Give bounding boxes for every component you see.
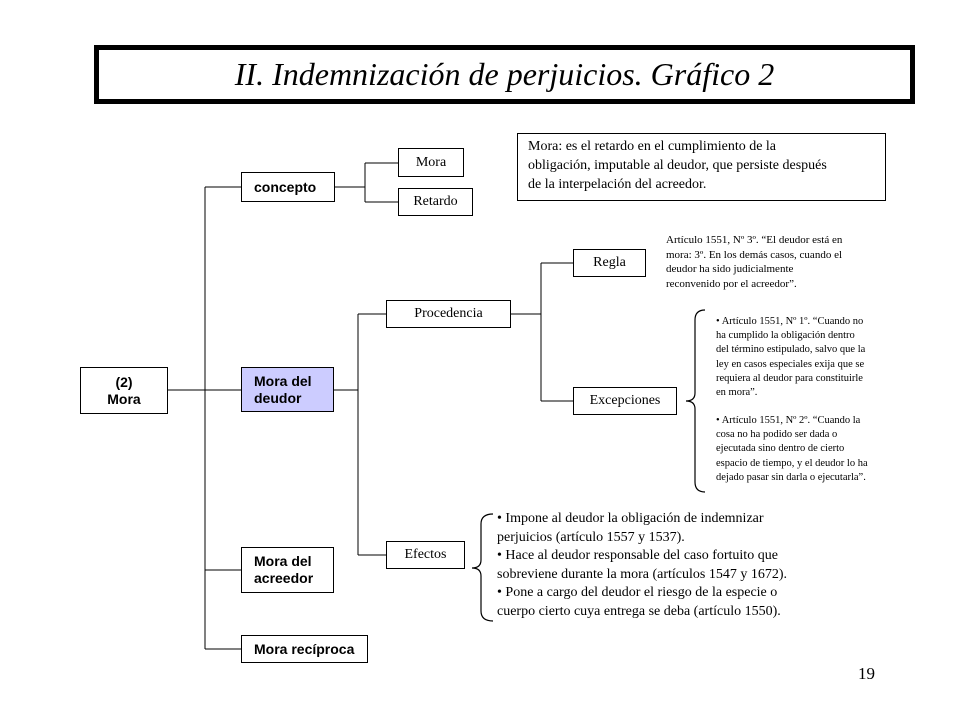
excepciones-note-line: • Artículo 1551, Nº 1º. “Cuando no: [716, 316, 864, 327]
definition-box: Mora: es el retardo en el cumplimiento d…: [517, 133, 886, 201]
root-node-number: (2): [115, 373, 133, 390]
efectos-list-line: • Pone a cargo del deudor el riesgo de l…: [497, 585, 778, 600]
node-mora-reciproca-label: Mora recíproca: [254, 640, 355, 657]
excepciones-note-line: • Artículo 1551, Nº 2º. “Cuando la: [716, 415, 861, 426]
node-regla-label: Regla: [593, 255, 626, 270]
node-mora-del-acreedor-line2: acreedor: [254, 570, 314, 586]
excepciones-note-line: cosa no ha podido ser dada o: [716, 429, 838, 441]
excepciones-note-line: dejado pasar sin darla o ejecutarla”.: [716, 471, 866, 483]
definition-line: de la interpelación del acreedor.: [528, 177, 707, 192]
node-excepciones-label: Excepciones: [589, 393, 661, 408]
excepciones-note-line: del término estipulado, salvo que la: [716, 344, 866, 356]
excepciones-note-line: en mora”.: [716, 387, 758, 399]
node-mora-del-deudor-line2: deudor: [254, 389, 302, 406]
node-mora-del-deudor: Mora del deudor: [241, 367, 334, 412]
node-mora: Mora: [398, 148, 464, 177]
excepciones-note-line: espacio de tiempo, y el deudor lo ha: [716, 457, 868, 469]
efectos-list-line: cuerpo cierto cuya entrega se deba (artí…: [497, 603, 781, 619]
excepciones-note-line: requiera al deudor para constituirle: [716, 372, 863, 384]
node-regla: Regla: [573, 249, 646, 277]
efectos-list-line: • Hace al deudor responsable del caso fo…: [497, 548, 778, 563]
efectos-list-line: • Impone al deudor la obligación de inde…: [497, 511, 764, 526]
node-mora-del-acreedor: Mora del acreedor: [241, 547, 334, 593]
node-mora-del-acreedor-line1: Mora del: [254, 553, 312, 569]
node-procedencia: Procedencia: [386, 300, 511, 328]
excepciones-note-line: ejecutada sino dentro de cierto: [716, 443, 845, 455]
node-efectos: Efectos: [386, 541, 465, 569]
regla-note-line: deudor ha sido judicialmente: [666, 263, 794, 275]
page-number: 19: [858, 664, 875, 683]
slide-title: II. Indemnización de perjuicios. Gráfico…: [234, 56, 775, 92]
regla-note: Artículo 1551, Nº 3º. “El deudor está en…: [666, 233, 896, 291]
excepciones-note-2: • Artículo 1551, Nº 2º. “Cuando la cosa …: [716, 414, 906, 485]
efectos-list: • Impone al deudor la obligación de inde…: [497, 510, 857, 621]
excepciones-note-1: • Artículo 1551, Nº 1º. “Cuando no ha cu…: [716, 315, 906, 400]
definition-line: Mora: es el retardo en el cumplimiento d…: [528, 139, 777, 154]
node-concepto: concepto: [241, 172, 335, 202]
root-node-label: Mora: [107, 390, 141, 407]
regla-note-line: Artículo 1551, Nº 3º. “El deudor está en: [666, 234, 843, 246]
excepciones-note-line: ley en casos especiales exija que se: [716, 358, 865, 370]
excepciones-note-line: ha cumplido la obligación dentro: [716, 330, 855, 342]
node-mora-reciproca: Mora recíproca: [241, 635, 368, 663]
brace-efectos: [471, 513, 494, 622]
definition-line: obligación, imputable al deudor, que per…: [528, 158, 827, 173]
efectos-list-line: sobreviene durante la mora (artículos 15…: [497, 566, 788, 582]
node-mora-label: Mora: [415, 154, 447, 170]
node-retardo: Retardo: [398, 188, 473, 216]
title-frame: II. Indemnización de perjuicios. Gráfico…: [94, 45, 915, 104]
brace-excepciones: [685, 309, 706, 493]
root-node-mora: (2) Mora: [80, 367, 168, 414]
efectos-list-line: perjuicios (artículo 1557 y 1537).: [497, 529, 685, 545]
regla-note-line: mora: 3º. En los demás casos, cuando el: [666, 248, 843, 261]
node-retardo-label: Retardo: [413, 194, 458, 209]
node-excepciones: Excepciones: [573, 387, 677, 415]
node-efectos-label: Efectos: [404, 547, 447, 562]
regla-note-line: reconvenido por el acreedor”.: [666, 277, 797, 290]
node-mora-del-deudor-line1: Mora del: [254, 372, 312, 389]
node-procedencia-label: Procedencia: [414, 306, 483, 321]
node-concepto-label: concepto: [254, 178, 317, 195]
